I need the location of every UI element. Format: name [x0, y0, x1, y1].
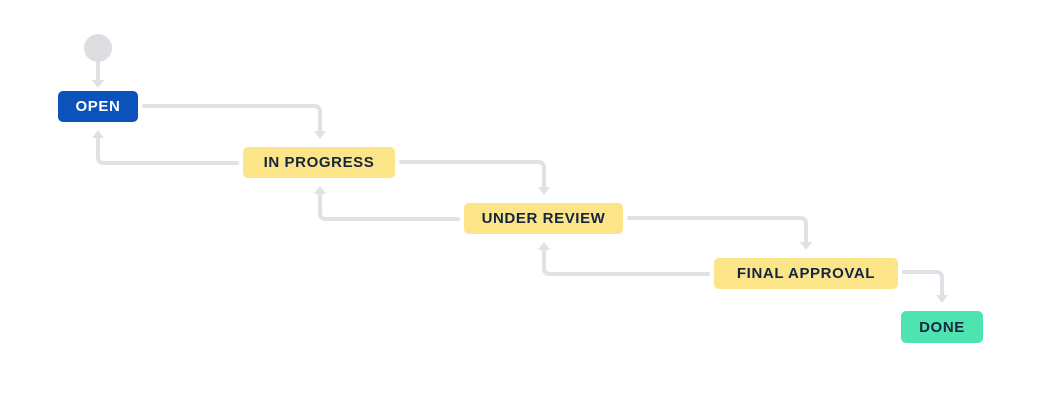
edge-final-approval-to-under-review	[538, 242, 710, 276]
status-node-label-open: OPEN	[75, 98, 121, 115]
edge-open-to-in-progress-arrowhead	[314, 131, 326, 139]
edge-under-review-to-in-progress	[314, 186, 460, 221]
edge-in-progress-to-under-review	[399, 160, 550, 195]
status-node-under-review[interactable]: UNDER REVIEW	[464, 203, 623, 234]
start-node	[84, 34, 112, 62]
status-node-label-in-progress: IN PROGRESS	[263, 154, 375, 171]
status-node-final-approval[interactable]: FINAL APPROVAL	[714, 258, 898, 289]
status-node-label-final-approval: FINAL APPROVAL	[736, 265, 876, 282]
edge-in-progress-to-open-arrowhead	[92, 130, 104, 138]
status-node-open[interactable]: OPEN	[58, 91, 138, 122]
edge-in-progress-to-under-review-arrowhead	[538, 187, 550, 195]
edge-in-progress-to-open	[92, 130, 239, 165]
edge-final-approval-to-done-arrowhead	[936, 295, 948, 303]
edge-open-to-in-progress	[142, 104, 326, 139]
status-node-done[interactable]: DONE	[901, 311, 983, 343]
status-node-in-progress[interactable]: IN PROGRESS	[243, 147, 395, 178]
status-node-label-under-review: UNDER REVIEW	[481, 210, 606, 227]
edge-under-review-to-in-progress-arrowhead	[314, 186, 326, 194]
edge-under-review-to-final-approval	[627, 216, 812, 250]
status-node-label-done: DONE	[919, 318, 965, 336]
edge-final-approval-to-done	[902, 270, 948, 303]
edge-start-to-open	[92, 60, 104, 88]
edge-start-to-open-arrowhead	[92, 80, 104, 88]
edge-under-review-to-final-approval-arrowhead	[800, 242, 812, 250]
edge-final-approval-to-under-review-arrowhead	[538, 242, 550, 250]
